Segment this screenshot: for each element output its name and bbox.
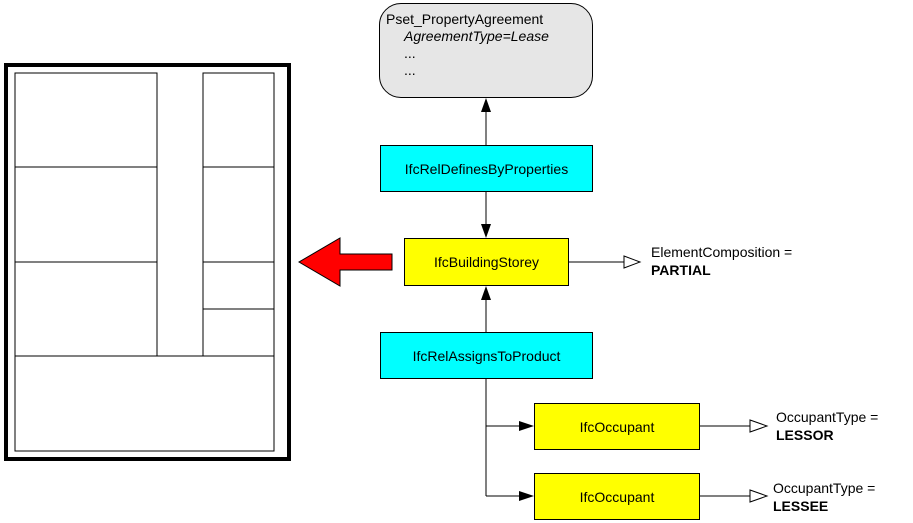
pset-ellipsis-1: ... bbox=[404, 45, 416, 61]
pset-ellipsis-2: ... bbox=[404, 62, 416, 78]
occupant-box-lessee: IfcOccupant bbox=[534, 473, 700, 520]
occupant-box-lessor: IfcOccupant bbox=[534, 403, 700, 450]
floor-plan-room-bottom bbox=[14, 355, 275, 452]
building-storey-box: IfcBuildingStorey bbox=[404, 238, 569, 286]
rel-defines-label: IfcRelDefinesByProperties bbox=[404, 160, 569, 177]
connector-storey-attr bbox=[568, 255, 642, 269]
rel-assigns-label: IfcRelAssignsToProduct bbox=[412, 347, 561, 364]
pset-title: Pset_PropertyAgreement bbox=[386, 11, 544, 27]
occ2-attr-name: OccupantType = bbox=[773, 480, 876, 496]
connector-assigns-to-storey bbox=[481, 286, 491, 332]
occ1-attr-name: OccupantType = bbox=[776, 409, 879, 425]
building-storey-label: IfcBuildingStorey bbox=[433, 254, 540, 270]
floor-plan-outline bbox=[4, 63, 291, 461]
floor-plan-room-right bbox=[202, 72, 275, 357]
connector-assigns-to-occupants bbox=[485, 379, 534, 501]
pset-property-agreement: Pset_PropertyAgreement AgreementType=Lea… bbox=[379, 3, 593, 98]
red-pointer-arrow bbox=[298, 237, 393, 287]
occ1-attr-value: LESSOR bbox=[776, 427, 834, 443]
storey-attr-name: ElementComposition = bbox=[651, 244, 793, 260]
connector-occupant1-attr bbox=[700, 419, 769, 433]
rel-defines-by-properties-box: IfcRelDefinesByProperties bbox=[380, 145, 593, 192]
floor-plan-room-left bbox=[14, 72, 158, 357]
pset-agreement-type: AgreementType=Lease bbox=[404, 28, 549, 44]
storey-attribute-annotation: ElementComposition = PARTIAL bbox=[651, 243, 792, 279]
occ2-attr-value: LESSEE bbox=[773, 498, 829, 514]
occupant-label-1: IfcOccupant bbox=[579, 418, 655, 435]
occupant2-attribute-annotation: OccupantType = LESSEE bbox=[773, 479, 875, 515]
connector-defines-to-storey bbox=[481, 192, 491, 238]
occupant-label-2: IfcOccupant bbox=[579, 488, 655, 505]
occupant1-attribute-annotation: OccupantType = LESSOR bbox=[776, 408, 878, 444]
connector-occupant2-attr bbox=[700, 489, 769, 503]
storey-attr-value: PARTIAL bbox=[651, 262, 711, 278]
rel-assigns-to-product-box: IfcRelAssignsToProduct bbox=[380, 332, 593, 379]
connector-defines-to-pset bbox=[481, 98, 491, 145]
floor-plan bbox=[4, 63, 291, 461]
